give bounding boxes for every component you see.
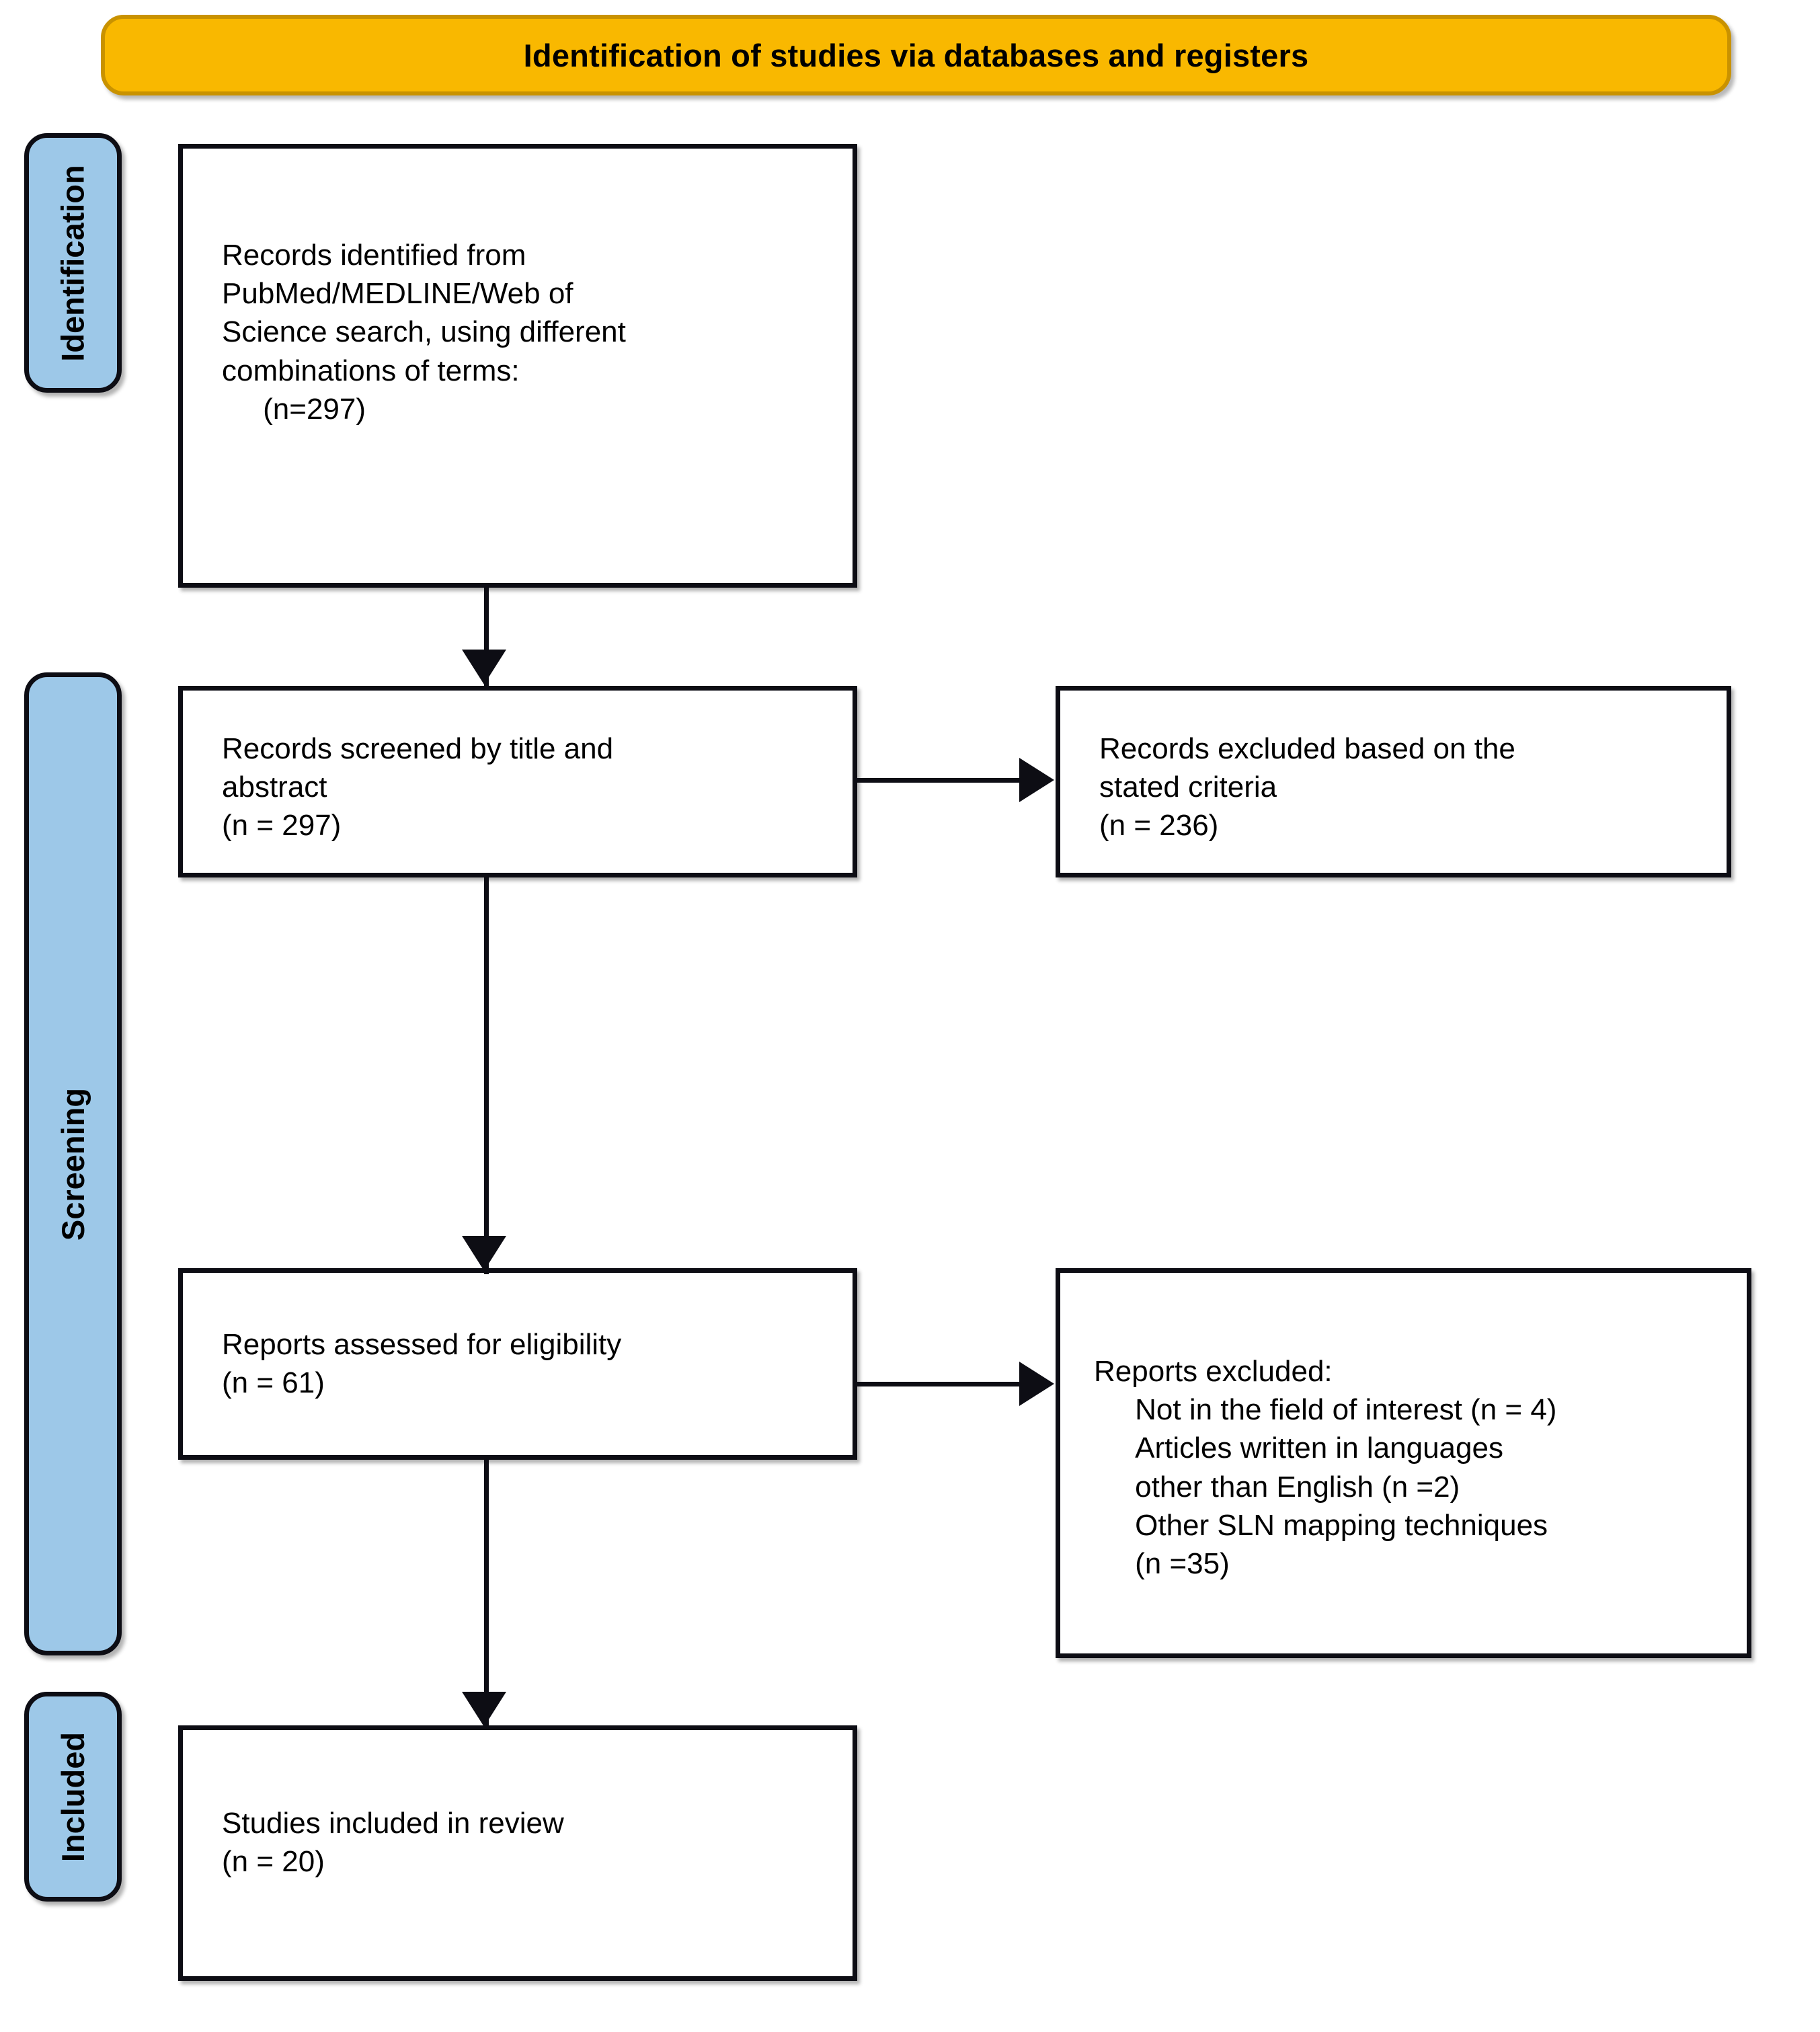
connector-screened-to-eligibility-line — [484, 877, 489, 1274]
node-reports-excluded: Reports excluded: Not in the field of in… — [1056, 1268, 1751, 1658]
node-reports-assessed: Reports assessed for eligibility (n = 61… — [178, 1268, 857, 1460]
node-studies-included-text: Studies included in review (n = 20) — [222, 1807, 564, 1879]
arrow-down-icon — [462, 650, 506, 685]
banner-title: Identification of studies via databases … — [523, 37, 1309, 73]
stage-label-screening: Screening — [24, 672, 122, 1655]
stage-label-identification-text: Identification — [55, 164, 91, 362]
connector-screened-to-excluded-line — [857, 778, 1022, 783]
node-records-excluded-text: Records excluded based on the stated cri… — [1099, 732, 1515, 843]
arrow-down-icon — [462, 1236, 506, 1271]
arrow-right-icon — [1019, 758, 1054, 802]
node-records-identified-text: Records identified from PubMed/MEDLINE/W… — [222, 239, 626, 426]
identification-banner: Identification of studies via databases … — [101, 15, 1731, 95]
node-records-screened-text: Records screened by title and abstract (… — [222, 732, 614, 843]
stage-label-screening-text: Screening — [55, 1087, 91, 1241]
node-records-screened: Records screened by title and abstract (… — [178, 686, 857, 877]
arrow-right-icon — [1019, 1362, 1054, 1406]
connector-identified-to-screened-line — [484, 588, 489, 690]
node-reports-assessed-text: Reports assessed for eligibility (n = 61… — [222, 1328, 622, 1400]
node-studies-included: Studies included in review (n = 20) — [178, 1725, 857, 1981]
stage-label-identification: Identification — [24, 133, 122, 393]
connector-eligibility-to-included-line — [484, 1460, 489, 1730]
arrow-down-icon — [462, 1692, 506, 1727]
stage-label-included: Included — [24, 1692, 122, 1902]
node-records-identified: Records identified from PubMed/MEDLINE/W… — [178, 144, 857, 588]
stage-label-included-text: Included — [55, 1731, 91, 1862]
node-records-excluded: Records excluded based on the stated cri… — [1056, 686, 1731, 877]
node-reports-excluded-text: Reports excluded: Not in the field of in… — [1094, 1355, 1557, 1580]
connector-eligibility-to-excluded-line — [857, 1382, 1022, 1386]
